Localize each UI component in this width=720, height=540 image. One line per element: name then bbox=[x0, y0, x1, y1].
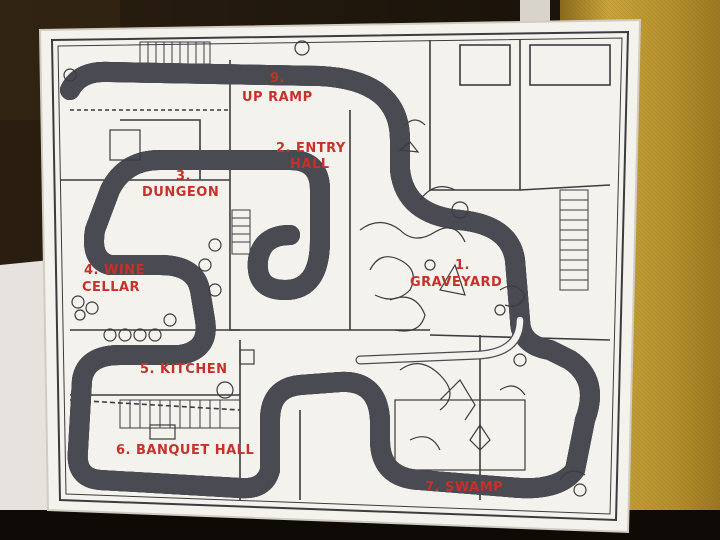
graveyard-scenery bbox=[359, 119, 526, 332]
label-graveyard-number: 1. bbox=[455, 258, 470, 273]
ride-track bbox=[60, 72, 590, 488]
label-banquet-hall: 6. BANQUET HALL bbox=[116, 443, 254, 458]
label-up-ramp-number: 9. bbox=[270, 71, 285, 86]
props bbox=[63, 40, 587, 497]
label-dungeon: DUNGEON bbox=[142, 185, 219, 200]
label-kitchen: 5. KITCHEN bbox=[140, 362, 227, 377]
stairs bbox=[119, 41, 589, 429]
label-entry-number: 2. ENTRY bbox=[276, 141, 346, 156]
label-graveyard: GRAVEYARD bbox=[410, 275, 502, 290]
label-swamp: 7. SWAMP bbox=[425, 480, 503, 495]
swamp-scenery bbox=[399, 353, 586, 481]
label-dungeon-number: 3. bbox=[176, 169, 191, 184]
area-labels: 9. UP RAMP 2. ENTRY HALL 3. DUNGEON 4. W… bbox=[82, 71, 503, 495]
label-up-ramp: UP RAMP bbox=[242, 90, 313, 105]
label-wine-cellar: CELLAR bbox=[82, 280, 140, 295]
label-wine-number: 4. WINE bbox=[84, 263, 145, 278]
label-entry-hall: HALL bbox=[290, 157, 330, 172]
